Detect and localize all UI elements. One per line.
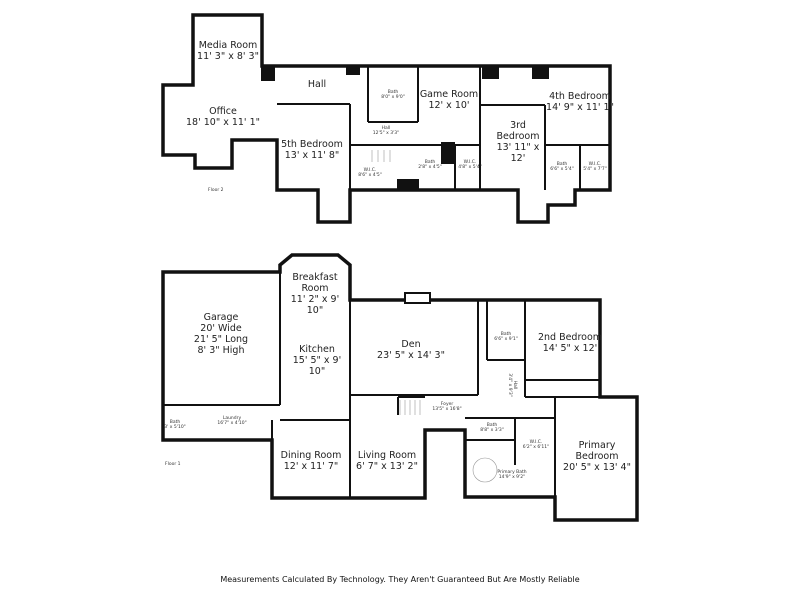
room-dims: 5'4" x 7'7"	[583, 167, 607, 172]
small-room: W.I.C.6'2" x 6'11"	[523, 440, 549, 450]
room-dims: 8'8" x 3'3"	[480, 428, 504, 433]
room-name: W.I.C.	[529, 440, 543, 445]
room-dims: 18' 10" x 11' 1"	[186, 117, 260, 128]
room-dims: 2'8" x 4'5"	[418, 165, 442, 170]
room-name: Bath	[500, 332, 512, 337]
room-dims: 3'4" x 9'3"	[507, 373, 512, 397]
room-dims: 13' x 11' 8"	[284, 150, 340, 161]
room-dims: 20' 5" x 13' 4"	[563, 462, 631, 473]
room-name: 3rd Bedroom	[496, 120, 540, 142]
room-name: Kitchen	[299, 344, 335, 355]
room-name: Bath	[387, 90, 399, 95]
room-dims: 14' 5" x 12'	[542, 343, 598, 354]
small-room: W.I.C.5'4" x 7'7"	[583, 162, 607, 172]
room-name: Bath	[486, 423, 498, 428]
room-name: Hall	[381, 126, 391, 131]
room-dims: 23' 5" x 14' 3"	[377, 350, 445, 361]
room-dims: 16'7" x 4'10"	[217, 421, 247, 426]
floor1-outline	[161, 253, 639, 522]
room-name: Media Room	[198, 40, 258, 51]
floor2-label: Floor 2	[208, 188, 224, 193]
room-dims: 12' x 11' 7"	[283, 461, 339, 472]
room-dims: 13'5" x 16'8"	[432, 407, 462, 412]
room-hall: Hall	[308, 79, 326, 90]
room-name: Office	[209, 106, 237, 117]
room-dims: 6' 7" x 13' 2"	[356, 461, 418, 472]
room-name: Den	[401, 339, 421, 350]
room-name: 2nd Bedroom	[537, 332, 603, 343]
room-name: Bath	[424, 160, 436, 165]
room-dims: 4'8" x 5'4"	[458, 165, 482, 170]
room-dims: 6'6" x 9'1"	[494, 337, 518, 342]
room-name: Garage	[203, 312, 239, 323]
floor1-label: Floor 1	[165, 462, 181, 467]
room-name: 4th Bedroom	[549, 91, 611, 102]
room-name: Living Room	[357, 450, 417, 461]
room-name: Game Room	[419, 89, 479, 100]
disclaimer-footer: Measurements Calculated By Technology. T…	[220, 575, 580, 584]
room-dims: 20' Wide 21' 5" Long 8' 3" High	[193, 323, 249, 356]
room-dims: 15' 5" x 9' 10"	[292, 355, 342, 377]
room-name: Bath	[169, 420, 181, 425]
room-name: 5th Bedroom	[281, 139, 343, 150]
room-name: Hall	[512, 380, 517, 390]
floor2-outline	[161, 13, 612, 224]
room-name: Primary Bath	[497, 470, 527, 475]
room-dims: 3' x 5'10"	[164, 425, 186, 430]
room-name: Laundry	[222, 416, 242, 421]
room-name: W.I.C.	[463, 160, 477, 165]
room-dims: 14' 9" x 11' 1"	[546, 102, 614, 113]
room-name: Primary Bedroom	[575, 440, 619, 462]
room-name: Dining Room	[280, 450, 342, 461]
room-dims: 12' x 10'	[428, 100, 470, 111]
small-room: W.I.C.4'8" x 5'4"	[458, 160, 482, 170]
room-dims: 8'0" x 9'0"	[381, 95, 405, 100]
room-name: Foyer	[440, 402, 454, 407]
room-name: W.I.C.	[363, 168, 377, 173]
room-dims: 6'6" x 5'4"	[550, 167, 574, 172]
room-name: Breakfast Room	[292, 272, 338, 294]
room-dims: 13' 11" x 12'	[496, 142, 540, 164]
room-dims: 11' 2" x 9' 10"	[290, 294, 340, 316]
room-name: Hall	[307, 79, 327, 90]
small-room: W.I.C.8'6" x 4'5"	[358, 168, 382, 178]
room-dims: 12'5" x 3'3"	[372, 131, 400, 136]
room-dims: 14'9" x 9'2"	[498, 475, 526, 480]
room-name: Bath	[556, 162, 568, 167]
room-dims: 11' 3" x 8' 3"	[197, 51, 259, 62]
room-dims: 6'2" x 6'11"	[522, 445, 550, 450]
room-dims: 8'6" x 4'5"	[358, 173, 382, 178]
room-name: W.I.C.	[588, 162, 602, 167]
